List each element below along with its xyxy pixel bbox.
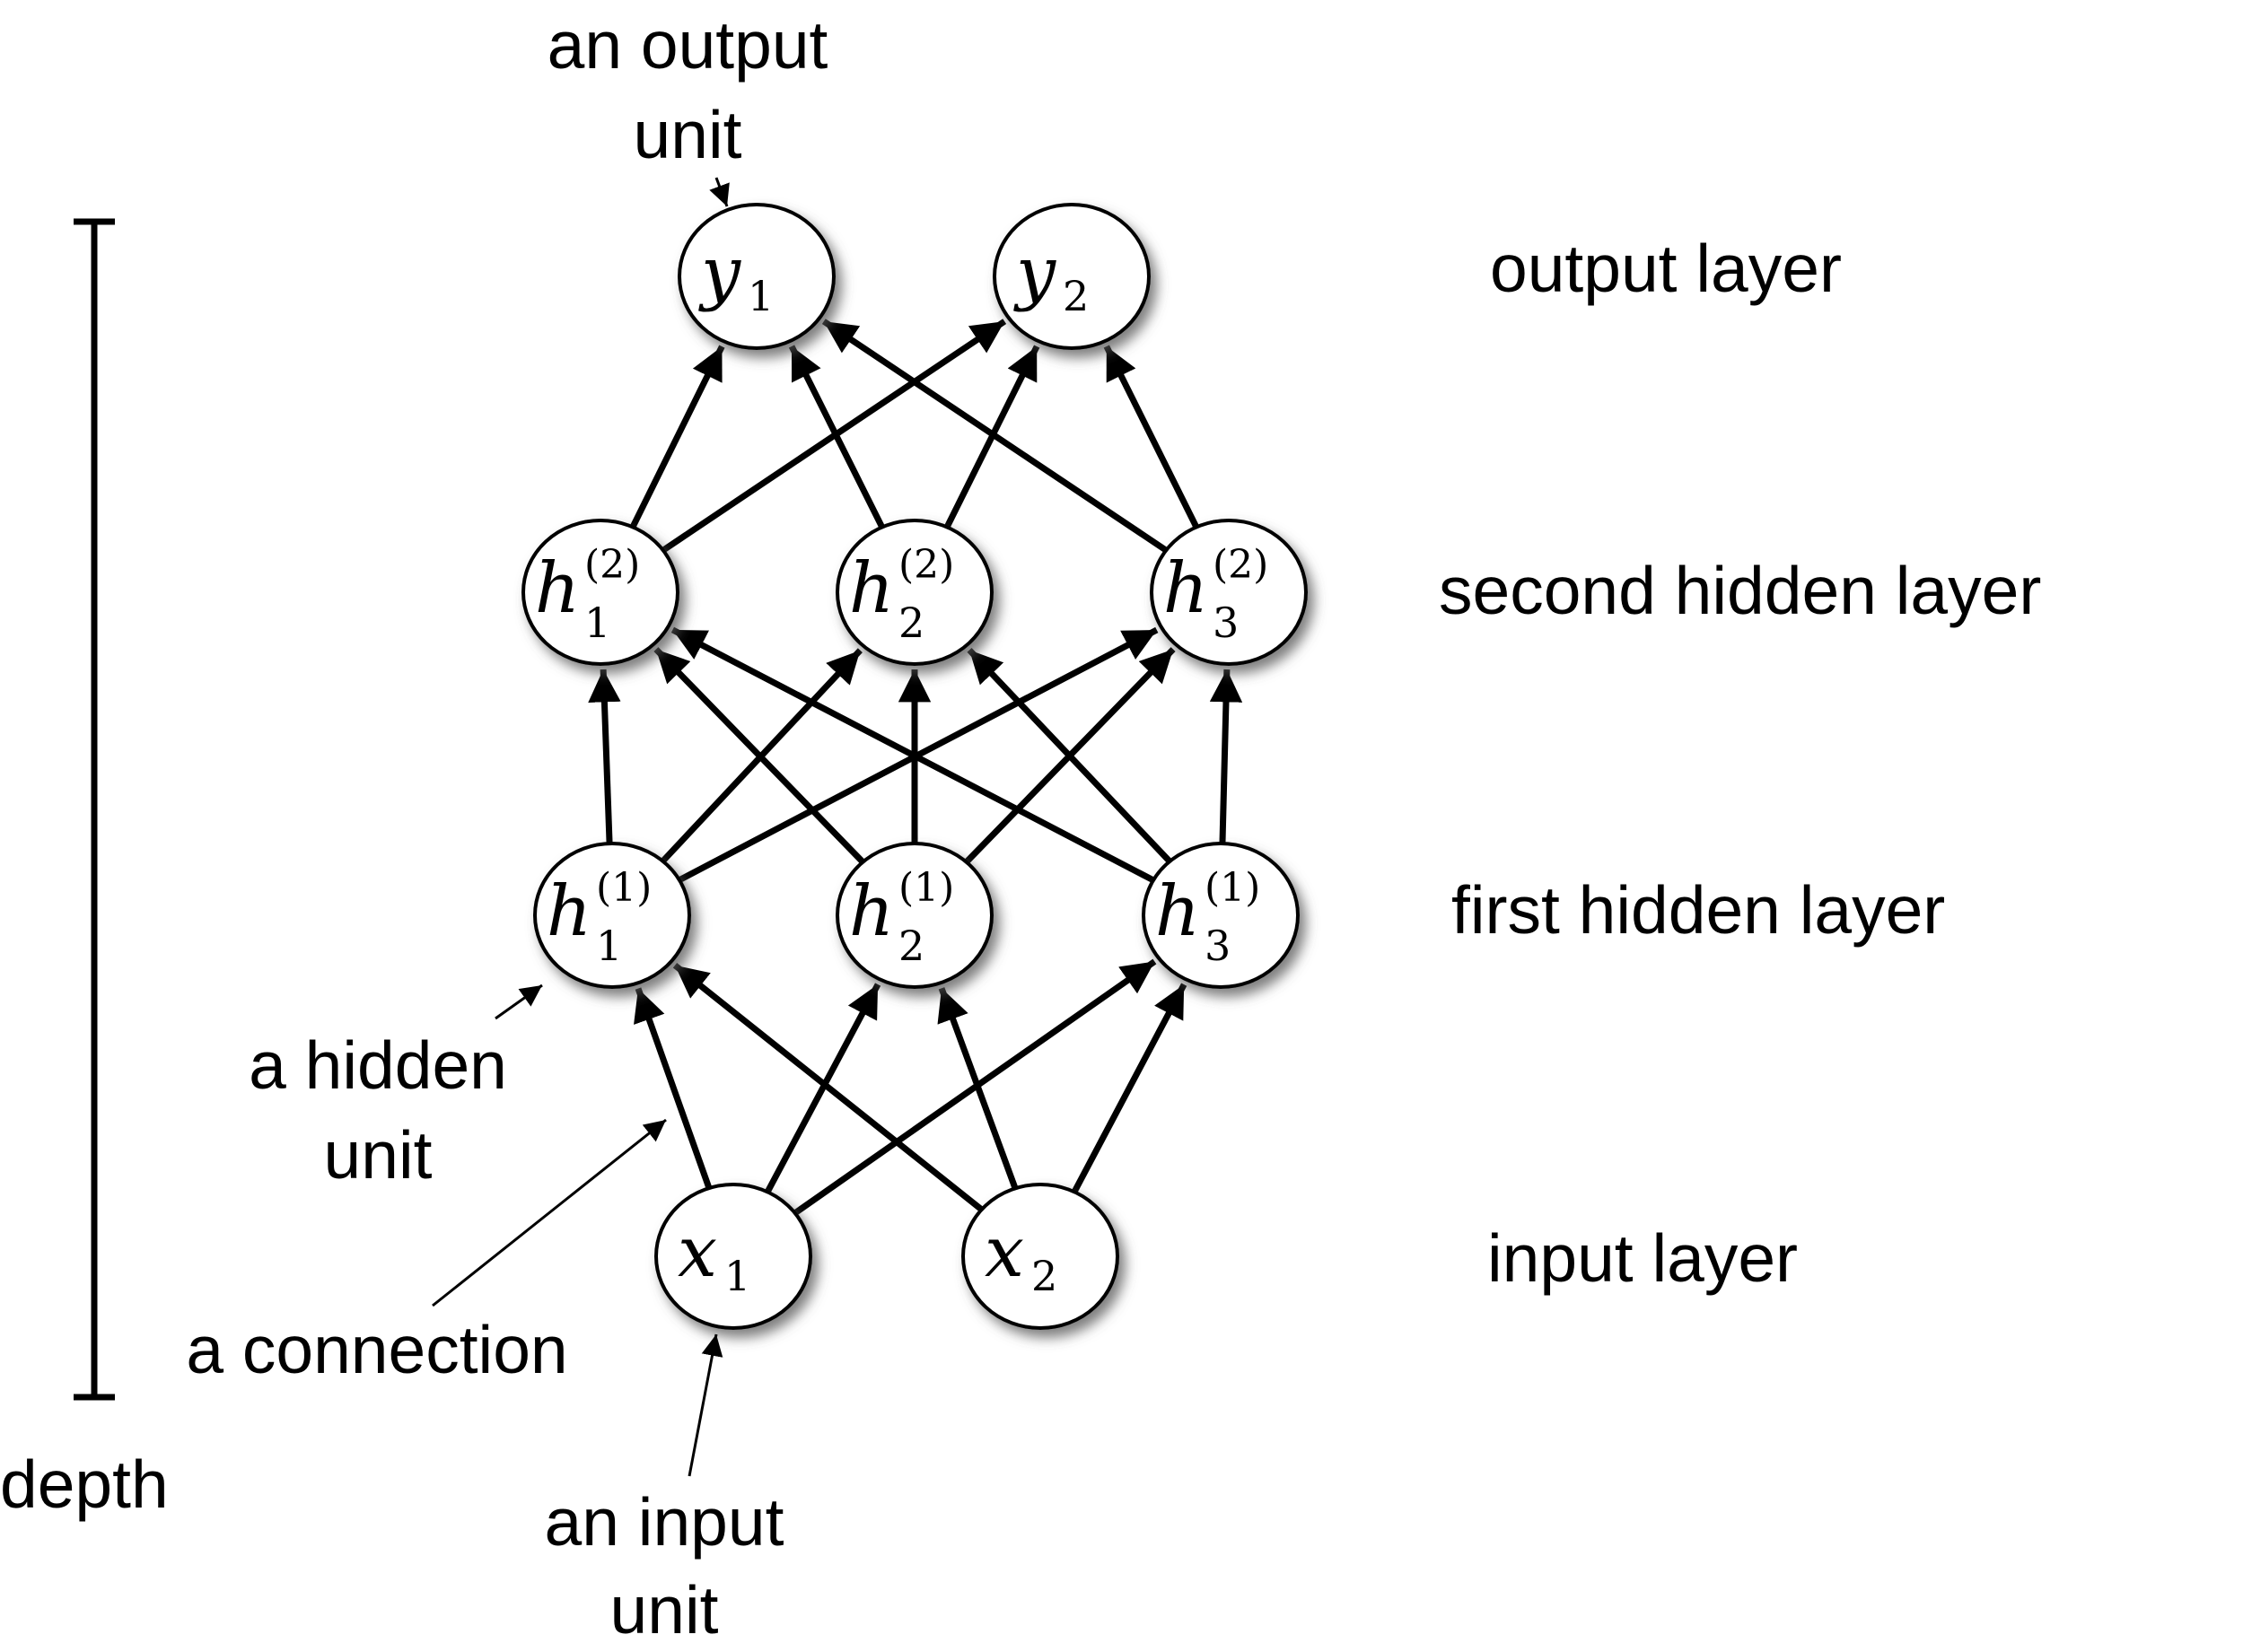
unit-h2_2-circle: [836, 519, 994, 666]
connections: [588, 319, 1243, 1219]
output-unit-pointer: [709, 177, 730, 207]
connection-pointer: [432, 1118, 667, 1307]
layer-label-output: output layer: [1490, 231, 1842, 306]
depth-bracket: [74, 218, 115, 1401]
unit-h1_1-circle: [533, 842, 691, 989]
annotation-output-unit-line1: an output: [548, 7, 828, 83]
connection-x1-to-h1_2: [762, 983, 881, 1199]
connection-h1_2-to-h2_1: [653, 647, 870, 869]
unit-y1-subscript: 1: [748, 272, 774, 320]
unit-h1_1-symbol: h: [547, 871, 591, 952]
unit-y2-subscript: 2: [1063, 272, 1089, 320]
unit-h1_2-subscript: 2: [898, 922, 924, 970]
annotation-connection: a connection: [186, 1312, 567, 1387]
unit-x2-symbol: x: [985, 1212, 1024, 1293]
unit-h2_2-symbol: h: [849, 548, 894, 629]
unit-h2_1-symbol: h: [535, 548, 580, 629]
connection-h2_1-to-y1: [627, 345, 725, 534]
unit-h2_3-superscript: (2): [1213, 542, 1268, 588]
unit-h2_1-circle: [521, 519, 679, 666]
hidden-unit-pointer: [495, 983, 543, 1020]
unit-h2_2-superscript: (2): [898, 542, 954, 588]
annotation-input-unit-line1: an input: [545, 1484, 784, 1560]
connection-h1_3-to-h2_2: [967, 647, 1176, 868]
unit-h1_1-subscript: 1: [596, 922, 622, 970]
unit-h1_3-circle: [1142, 842, 1300, 989]
connection-h2_3-to-y1: [821, 319, 1173, 556]
annotation-hidden-unit-line2: unit: [324, 1117, 433, 1193]
connection-h2_3-to-y2: [1103, 345, 1202, 534]
connection-h1_1-to-h2_1: [588, 669, 621, 850]
unit-y1-circle: [678, 203, 836, 350]
connection-x1-to-h1_1: [634, 987, 714, 1194]
unit-h1_3-symbol: h: [1155, 871, 1200, 952]
layer-label-first-hidden: first hidden layer: [1451, 872, 1945, 948]
unit-h2_3-subscript: 3: [1213, 599, 1239, 647]
unit-y1-symbol: y: [698, 232, 741, 313]
unit-x1-symbol: x: [678, 1212, 717, 1293]
unit-h2_1-superscript: (2): [584, 542, 640, 588]
unit-h1_2-circle: [836, 842, 994, 989]
unit-h1_3-superscript: (1): [1205, 865, 1260, 911]
connection-h2_2-to-y2: [942, 345, 1040, 534]
connection-x2-to-h1_2: [937, 987, 1021, 1195]
unit-h2_3-circle: [1150, 519, 1308, 666]
unit-x1-circle: [654, 1183, 812, 1330]
input-unit-pointer: [688, 1333, 723, 1477]
unit-h2_2-subscript: 2: [898, 599, 924, 647]
connection-h1_3-to-h2_1: [670, 626, 1160, 886]
depth-label: depth: [0, 1447, 169, 1522]
unit-y2-symbol: y: [1013, 232, 1056, 313]
annotation-output-unit-line2: unit: [634, 97, 742, 172]
annotation-input-unit-line2: unit: [610, 1572, 719, 1648]
unit-h2_1-subscript: 1: [584, 599, 610, 647]
unit-y2-circle: [993, 203, 1151, 350]
unit-x1-subscript: 1: [724, 1252, 750, 1300]
unit-h2_3-symbol: h: [1163, 548, 1208, 629]
unit-h1_2-symbol: h: [849, 871, 894, 952]
unit-h1_1-superscript: (1): [596, 865, 652, 911]
layer-label-second-hidden: second hidden layer: [1439, 553, 2041, 628]
unit-h1_2-superscript: (1): [898, 865, 954, 911]
unit-x2-circle: [961, 1183, 1119, 1330]
connection-x1-to-h1_3: [788, 958, 1157, 1219]
connection-x2-to-h1_1: [672, 963, 988, 1216]
unit-h1_3-subscript: 3: [1205, 922, 1231, 970]
connection-h1_3-to-h2_3: [1209, 669, 1243, 850]
layer-label-input: input layer: [1487, 1220, 1798, 1296]
unit-x2-subscript: 2: [1031, 1252, 1057, 1300]
connection-x2-to-h1_3: [1069, 983, 1187, 1199]
annotation-hidden-unit-line1: a hidden: [249, 1027, 507, 1103]
connection-h2_2-to-y1: [788, 345, 888, 534]
connection-h2_1-to-y2: [656, 319, 1007, 556]
